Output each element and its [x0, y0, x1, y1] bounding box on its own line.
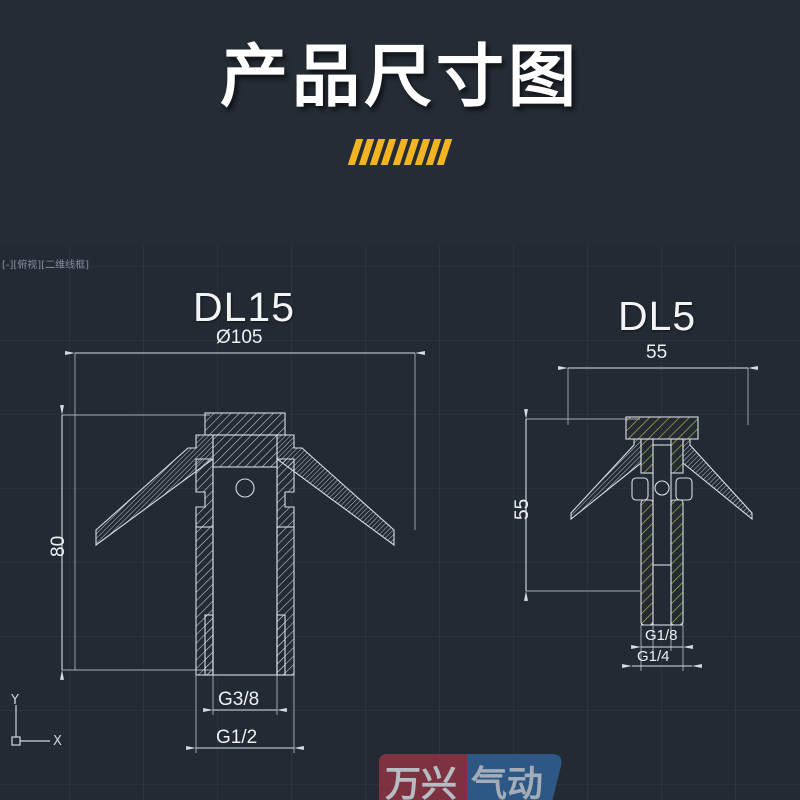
part-label-dl5: DL5 — [618, 293, 697, 339]
dim-dl15-outer-thread: G1/2 — [216, 727, 258, 748]
dim-dl15-inner-thread: G3/8 — [218, 689, 260, 710]
ucs-y-label: Y — [10, 693, 19, 708]
part-label-dl15: DL15 — [193, 284, 296, 330]
ucs-axis-icon: Y X — [10, 693, 62, 749]
technical-drawing-svg — [60, 351, 758, 753]
dim-dl5-outer-thread: G1/4 — [637, 648, 670, 665]
dim-dl15-outer-diameter: Ø105 — [216, 327, 263, 348]
header-banner: 产品尺寸图 — [0, 0, 800, 245]
ucs-x-label: X — [53, 734, 62, 749]
cad-drawing-area: [-][俯视][二维线框] 万兴 气动 — [0, 245, 800, 800]
dim-dl5-outer-diameter: 55 — [646, 342, 668, 363]
dim-dl15-overall-height: 80 — [48, 535, 69, 557]
viewport-label[interactable]: [-][俯视][二维线框] — [2, 260, 90, 271]
dim-dl5-inner-thread: G1/8 — [645, 627, 678, 644]
slash-decoration — [0, 139, 800, 166]
page-title: 产品尺寸图 — [219, 38, 580, 117]
dim-dl5-overall-height: 55 — [512, 498, 533, 520]
